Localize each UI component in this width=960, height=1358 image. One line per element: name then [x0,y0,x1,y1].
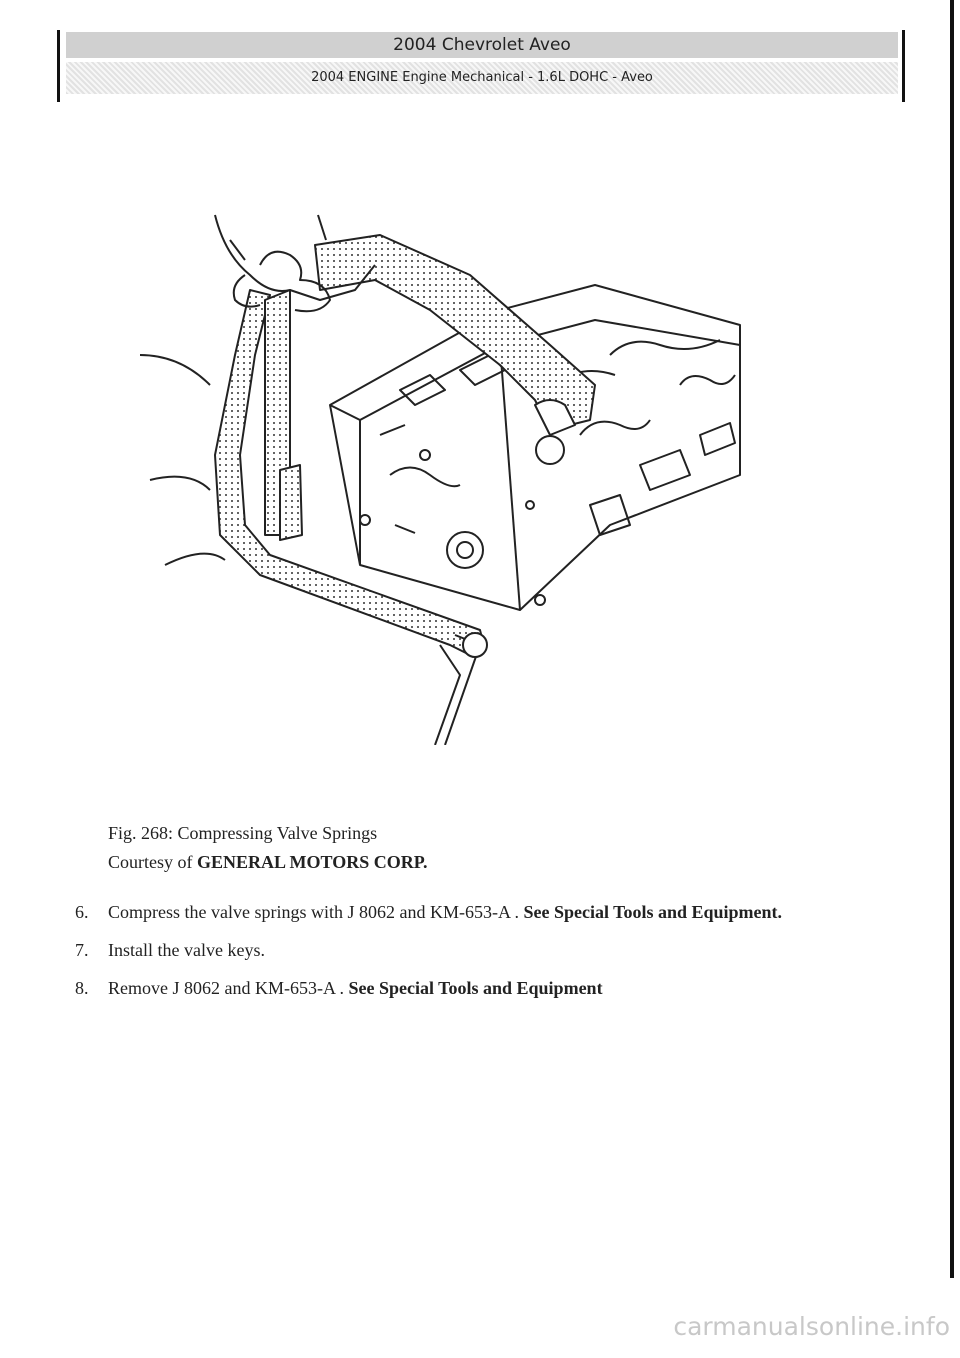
step-instruction: Install the valve keys. [108,940,265,960]
site-watermark: carmanualsonline.info [673,1312,950,1341]
step-instruction: Compress the valve springs with J 8062 a… [108,902,524,922]
step-text: Remove J 8062 and KM-653-A . See Special… [108,974,865,1002]
valve-spring-compressor-illustration [140,214,741,745]
document-subtitle: 2004 ENGINE Engine Mechanical - 1.6L DOH… [66,62,898,94]
header-left-rule [57,30,60,102]
step-number: 8. [75,978,89,998]
header-right-rule [902,30,905,102]
courtesy-source: GENERAL MOTORS CORP. [197,852,428,872]
step-suffix: . [777,902,783,922]
special-tools-link[interactable]: See Special Tools and Equipment [348,978,603,998]
step-6: 6. Compress the valve springs with J 806… [75,898,865,926]
page-edge-rule [950,0,954,1278]
courtesy-prefix: Courtesy of [108,852,197,872]
step-number: 7. [75,940,89,960]
step-text: Compress the valve springs with J 8062 a… [108,898,865,926]
special-tools-link[interactable]: See Special Tools and Equipment [523,902,778,922]
document-title: 2004 Chevrolet Aveo [66,32,898,58]
step-text: Install the valve keys. [108,936,865,964]
step-7: 7. Install the valve keys. [75,936,865,964]
figure-courtesy: Courtesy of GENERAL MOTORS CORP. [108,852,428,873]
figure-caption: Fig. 268: Compressing Valve Springs [108,823,378,843]
step-8: 8. Remove J 8062 and KM-653-A . See Spec… [75,974,865,1002]
procedure-steps: 6. Compress the valve springs with J 806… [75,898,865,1012]
step-number: 6. [75,902,89,922]
step-instruction: Remove J 8062 and KM-653-A . [108,978,349,998]
